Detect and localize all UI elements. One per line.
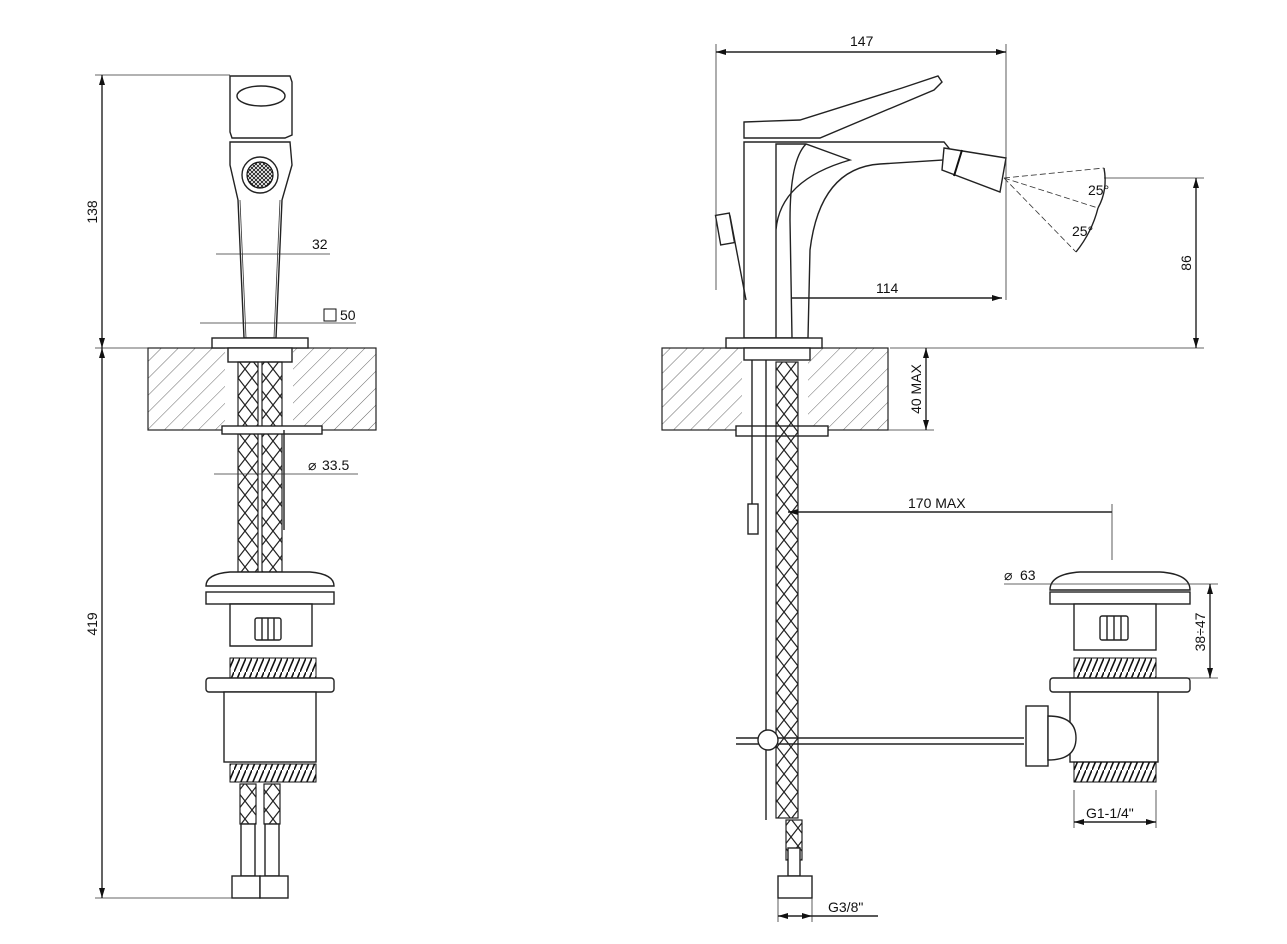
hose-nut-left	[231, 875, 261, 899]
hose-side	[775, 361, 799, 819]
pivot-ball	[757, 729, 779, 751]
dim-33-5: 33.5	[322, 457, 349, 473]
dim-138: 138	[84, 200, 100, 224]
dim-86: 86	[1178, 255, 1194, 271]
dim-170-max: 170 MAX	[908, 495, 966, 511]
drain-cap-front	[205, 571, 335, 587]
dim-114: 114	[876, 280, 899, 296]
dim-50: 50	[340, 307, 356, 323]
drain-connector	[1025, 705, 1049, 767]
dim-32: 32	[312, 236, 328, 252]
drain-thread-front	[229, 657, 317, 679]
lever-oval	[236, 85, 286, 107]
angle-25-top: 25°	[1088, 182, 1109, 198]
hose-left-1	[237, 361, 259, 573]
dim-38-47: 38÷47	[1192, 612, 1208, 651]
dim-40-max: 40 MAX	[908, 363, 924, 413]
angle-25-bottom: 25°	[1072, 223, 1093, 239]
front-view: 138 419 32 50 ⌀ 33.5	[84, 74, 377, 899]
hose-nut-side	[777, 875, 813, 899]
dim-419: 419	[84, 612, 100, 636]
diameter-symbol-right: ⌀	[1004, 567, 1012, 583]
lever-side	[743, 75, 943, 139]
dim-147: 147	[850, 33, 874, 49]
dim-63: 63	[1020, 567, 1036, 583]
nozzle-side	[941, 147, 1007, 193]
faucet-body-side	[743, 141, 953, 339]
square-symbol	[323, 308, 337, 322]
drain-cap-side	[1049, 571, 1191, 591]
dim-g3-8: G3/8"	[828, 899, 863, 915]
diameter-symbol-left: ⌀	[308, 457, 316, 473]
hose-left-2	[261, 361, 283, 573]
dim-g1-1-4: G1-1/4"	[1086, 805, 1134, 821]
hose-nut-right	[259, 875, 289, 899]
side-view: 147 114 86 25° 25° 40 MAX 170 MAX ⌀ 63	[661, 33, 1218, 922]
